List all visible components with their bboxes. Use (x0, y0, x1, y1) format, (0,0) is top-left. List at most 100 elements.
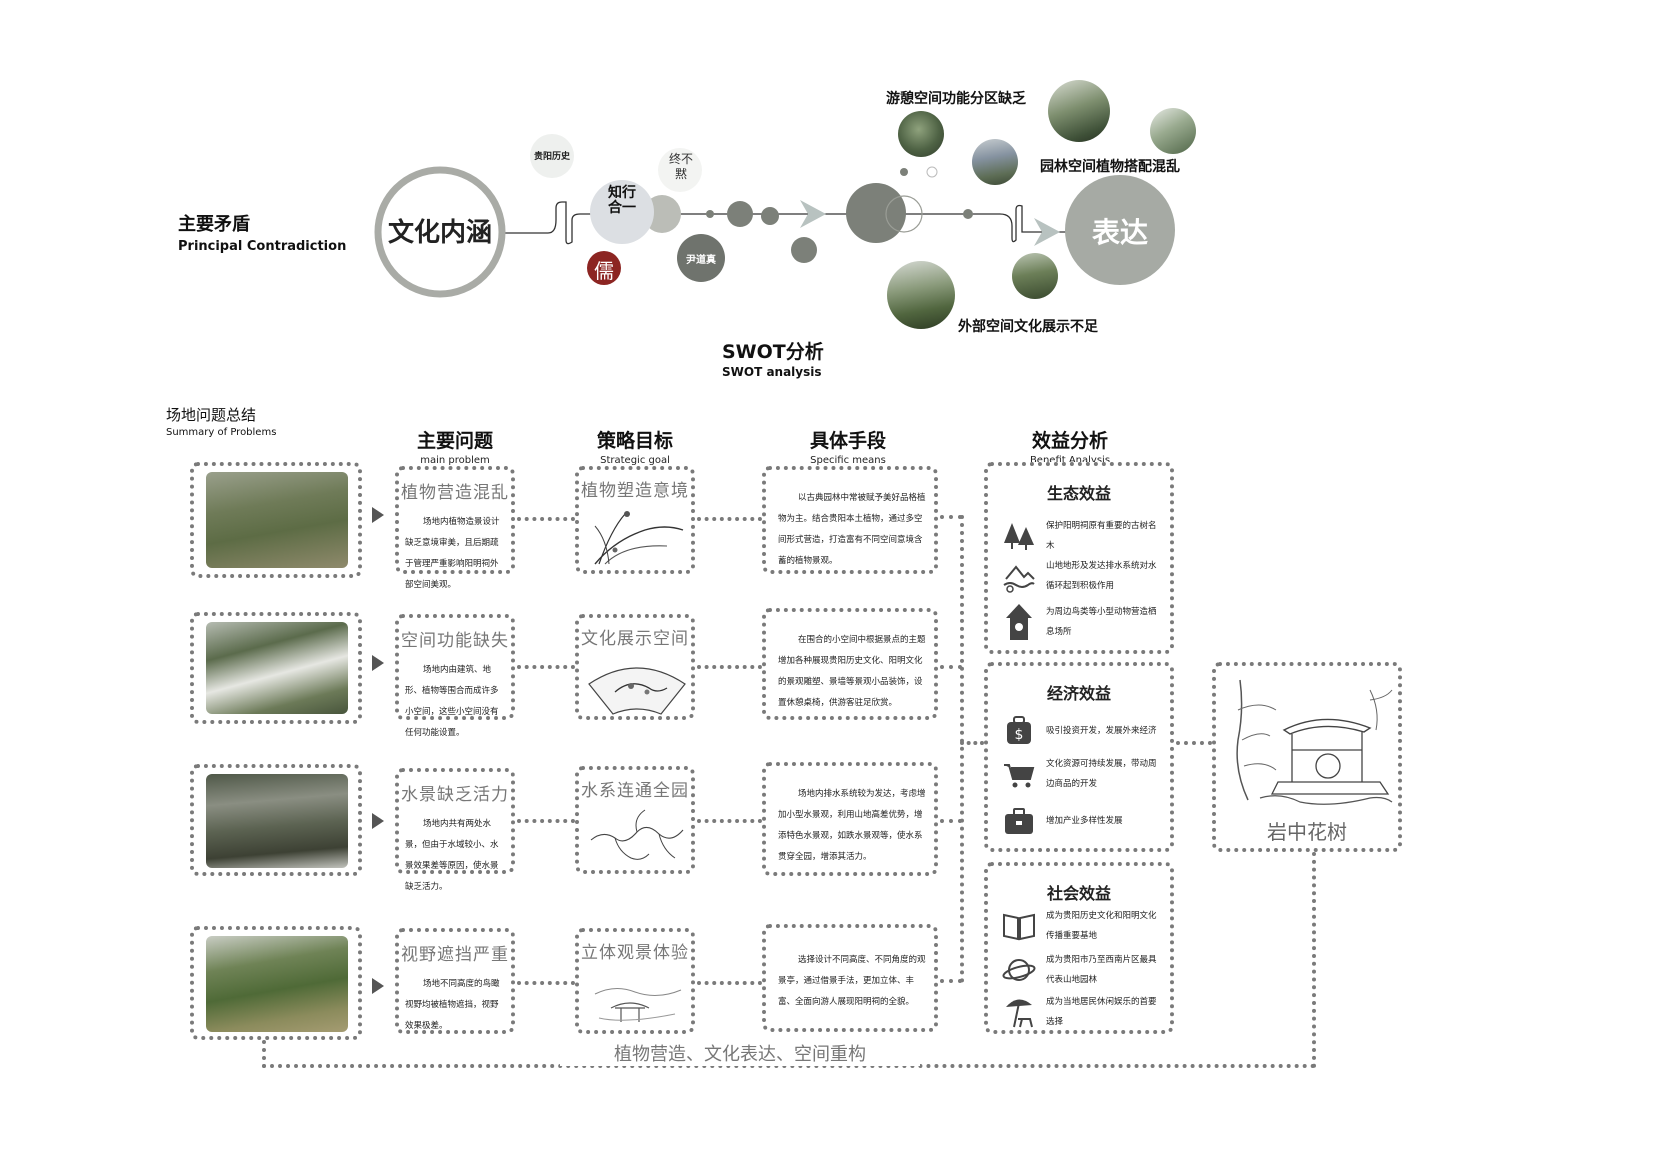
seal-yin: 尹道真 (686, 255, 716, 266)
problem-card: 空间功能缺失 场地内由建筑、地形、植物等围合而成许多小空间，这些小空间没有任何功… (395, 614, 515, 738)
connector (940, 515, 962, 519)
connector (940, 665, 962, 669)
benefit-item: 成为当地居民休闲娱乐的首要选择 (1002, 992, 1164, 1032)
seal-zhixing-bg (590, 180, 654, 244)
goal-card: 水系连通全园 (575, 766, 695, 874)
site-photo-frame (190, 612, 362, 724)
problem-card-text: 场地不同高度的鸟瞰视野均被植物遮挡，视野效果极差。 (405, 979, 500, 1031)
connector (940, 819, 962, 823)
flow-ring (885, 195, 923, 233)
connector (262, 1040, 266, 1068)
seal-zhixing: 知行合一 (608, 185, 636, 216)
connector (697, 981, 762, 985)
seal-zhongbu: 终不黙 (668, 152, 693, 181)
col-head-goal-en: Strategic goal (600, 455, 670, 466)
fan-painting-icon (588, 667, 686, 715)
col-head-benefit-zh: 效益分析 (1031, 430, 1108, 452)
flow-dot (706, 210, 714, 218)
flow-diagram (374, 134, 1175, 298)
problem-card: 水景缺乏活力 场地内共有两处水景，但由于水域较小、水景效果差等原因，使水景缺乏活… (395, 768, 515, 892)
connector (697, 517, 762, 521)
pavilion-tree-sketch (1236, 679, 1393, 805)
benefit-item: 成为贵阳市乃至西南片区最具代表山地园林 (1002, 950, 1164, 990)
flow-arrow-2 (1034, 218, 1060, 246)
connector (960, 515, 964, 983)
seal-ru: 儒 (594, 259, 614, 283)
flow-ring (926, 166, 938, 178)
bottom-label: 植物营造、文化表达、空间重构 (560, 1040, 920, 1066)
connector (697, 665, 762, 669)
means-card: 以古典园林中常被赋予美好品格植物为主。结合贵阳本土植物，通过多空间形式营造，打造… (762, 466, 938, 574)
benefit-item-text: 成为当地居民休闲娱乐的首要选择 (1046, 997, 1157, 1027)
goal-card-title: 文化展示空间 (581, 629, 689, 649)
trees-icon (1004, 523, 1034, 550)
problem-card-text: 场地内由建筑、地形、植物等围合而成许多小空间，这些小空间没有任何功能设置。 (405, 665, 499, 738)
benefit-card-econ: 经济效益 $ 吸引投资开发，发展外来经济 文化资源可持续发展，带动周边商品的开发… (984, 662, 1174, 852)
orchid-ink-icon (594, 511, 684, 565)
birdhouse-icon (1006, 604, 1032, 640)
site-photo (206, 936, 348, 1032)
means-card: 在围合的小空间中根据景点的主题增加各种展现贵阳历史文化、阳明文化的景观雕塑、景墙… (762, 608, 938, 720)
problem-card-text: 场地内共有两处水景，但由于水域较小、水景效果差等原因，使水景缺乏活力。 (405, 819, 499, 892)
benefit-item-text: 山地地形及发达排水系统对水循环起到积极作用 (1046, 561, 1157, 591)
benefit-item-text: 文化资源可持续发展，带动周边商品的开发 (1046, 759, 1157, 789)
culture-circle-label: 文化内涵 (387, 218, 492, 248)
benefit-item: 保护阳明祠原有重要的古树名木 (1002, 516, 1164, 556)
arrow-icon (372, 813, 384, 829)
benefit-item: 山地地形及发达排水系统对水循环起到积极作用 (1002, 556, 1164, 596)
swot-heading: SWOT分析 SWOT analysis (722, 337, 824, 379)
site-photo-frame (190, 462, 362, 578)
seal-zhongbu-bg (658, 148, 702, 192)
book-icon (1003, 913, 1035, 941)
problem-card: 视野遮挡严重 场地不同高度的鸟瞰视野均被植物遮挡，视野效果极差。 (395, 928, 515, 1034)
goal-card-title: 植物塑造意境 (581, 481, 689, 501)
col-head-means-zh: 具体手段 (809, 430, 886, 452)
flow-dot (900, 168, 908, 176)
connector (517, 665, 575, 669)
flow-dot (846, 183, 906, 243)
col-head-benefit-en: Benefit Analysis (1029, 455, 1111, 466)
goal-card-title: 立体观景体验 (581, 943, 689, 963)
connector (517, 819, 575, 823)
scene-photo (1150, 108, 1196, 154)
benefit-card-social: 社会效益 成为贵阳历史文化和阳明文化传播重要基地 成为贵阳市乃至西南片区最具代表… (984, 862, 1174, 1034)
problem-label-3: 外部空间文化展示不足 (958, 319, 1098, 335)
scene-photo (887, 261, 955, 329)
col-head-problem: 主要问题 main problem (395, 426, 515, 466)
benefit-item: 文化资源可持续发展，带动周边商品的开发 (1002, 754, 1164, 794)
connector (517, 517, 575, 521)
benefit-item: 为周边鸟类等小型动物营造栖息场所 (1002, 602, 1164, 642)
connector (1312, 852, 1316, 1068)
benefit-card-title: 社会效益 (1046, 884, 1111, 903)
connector (960, 741, 984, 745)
goal-card: 文化展示空间 (575, 614, 695, 720)
seal-history-bg (530, 134, 574, 178)
means-card: 选择设计不同高度、不同角度的观景亭，通过借景手法，更加立体、丰富、全面向游人展现… (762, 924, 938, 1032)
site-photo (206, 774, 348, 868)
flow-dot (761, 207, 779, 225)
summary-title-zh: 场地问题总结 (166, 406, 257, 424)
means-card-text: 在围合的小空间中根据景点的主题增加各种展现贵阳历史文化、阳明文化的景观雕塑、景墙… (778, 635, 926, 708)
connector (697, 819, 762, 823)
swot-title-zh: SWOT分析 (722, 341, 824, 363)
benefit-item-text: 成为贵阳历史文化和阳明文化传播重要基地 (1046, 911, 1157, 941)
connector (940, 979, 962, 983)
arrow-icon (372, 507, 384, 523)
summary-title-en: Summary of Problems (166, 427, 277, 438)
arrow-icon (372, 978, 384, 994)
flow-arrow-1 (800, 200, 826, 228)
final-card: 岩中花树 (1212, 662, 1402, 852)
benefit-card-eco: 生态效益 保护阳明祠原有重要的古树名木 山地地形及发达排水系统对水循环起到积极作… (984, 462, 1174, 654)
means-card-text: 选择设计不同高度、不同角度的观景亭，通过借景手法，更加立体、丰富、全面向游人展现… (778, 955, 926, 1007)
flow-dot (963, 209, 973, 219)
goal-card: 立体观景体验 (575, 928, 695, 1034)
seal-yin-bg (677, 234, 725, 282)
scene-photo (972, 139, 1018, 185)
expression-circle-label: 表达 (1091, 216, 1148, 249)
problem-card-text: 场地内植物造景设计缺乏意境审美，且后期疏于管理严重影响阳明祠外部空间美观。 (405, 517, 500, 590)
problem-label-1: 游憩空间功能分区缺乏 (886, 91, 1026, 107)
problem-card-title: 视野遮挡严重 (401, 945, 509, 965)
summary-heading: 场地问题总结 Summary of Problems (166, 404, 276, 438)
flow-dot (791, 237, 817, 263)
final-card-label: 岩中花树 (1267, 820, 1347, 844)
